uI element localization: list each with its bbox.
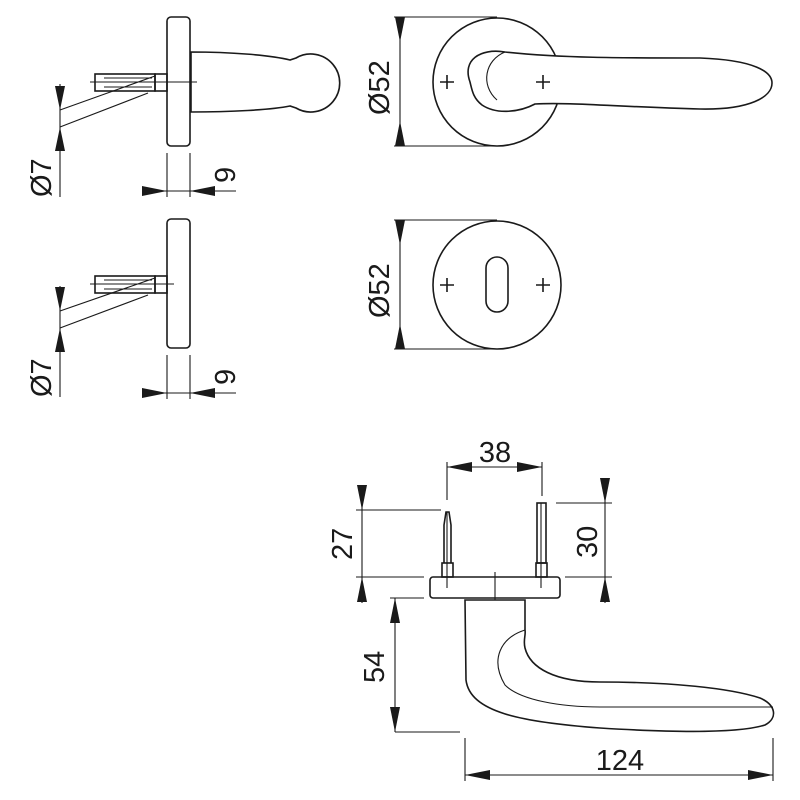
arrow — [395, 121, 405, 146]
arrow — [600, 577, 610, 602]
screw-plus-icon — [440, 278, 454, 292]
arrow — [357, 577, 367, 602]
screw-plus-icon — [536, 278, 550, 292]
diameter-label: Ø52 — [364, 60, 396, 115]
arrow — [447, 462, 472, 472]
arrow — [55, 287, 65, 311]
arrow — [142, 388, 167, 398]
arrow — [357, 485, 367, 510]
leader-line — [59, 294, 149, 329]
arrow — [395, 324, 405, 349]
arrow — [390, 598, 400, 623]
arrow — [55, 127, 65, 151]
front-view-lever: Ø52 — [364, 16, 773, 147]
arrow — [142, 186, 167, 196]
pin-spacing-label: 38 — [479, 437, 511, 469]
lever-edge — [497, 629, 773, 708]
thickness-label: 9 — [210, 369, 242, 385]
arrow — [190, 388, 215, 398]
diameter-label: Ø7 — [26, 158, 58, 197]
arrow — [390, 707, 400, 732]
leader-line — [59, 75, 156, 111]
screw-plus-icon — [440, 75, 454, 89]
lever-length-label: 124 — [596, 745, 644, 777]
arrow — [395, 17, 405, 42]
arrow — [190, 186, 215, 196]
arrow — [465, 770, 490, 780]
arrow — [55, 86, 65, 110]
left-pin-height-label: 27 — [327, 528, 359, 560]
arrow — [600, 478, 610, 503]
side-view-escutcheon: Ø7 9 — [26, 218, 242, 399]
diameter-label: Ø52 — [364, 263, 396, 318]
lever-drop-label: 54 — [359, 651, 391, 683]
keyhole-slot — [485, 256, 509, 313]
screw-plus-icon — [536, 75, 550, 89]
lever-side — [464, 599, 775, 733]
arrow — [395, 220, 405, 245]
side-view-lever: Ø7 9 — [26, 16, 341, 197]
leader-line — [59, 92, 149, 128]
lever-elevation: 38 27 30 54 124 — [327, 437, 775, 781]
lever-body-side — [190, 51, 341, 113]
arrow — [748, 770, 773, 780]
lever-neck — [486, 51, 506, 101]
arrow — [517, 462, 542, 472]
diameter-label: Ø7 — [26, 358, 58, 397]
right-pin-height-label: 30 — [572, 526, 604, 558]
thickness-label: 9 — [210, 167, 242, 183]
lever-front — [467, 50, 773, 113]
front-view-escutcheon: Ø52 — [364, 219, 562, 350]
leader-line — [59, 277, 156, 312]
arrow — [55, 328, 65, 352]
